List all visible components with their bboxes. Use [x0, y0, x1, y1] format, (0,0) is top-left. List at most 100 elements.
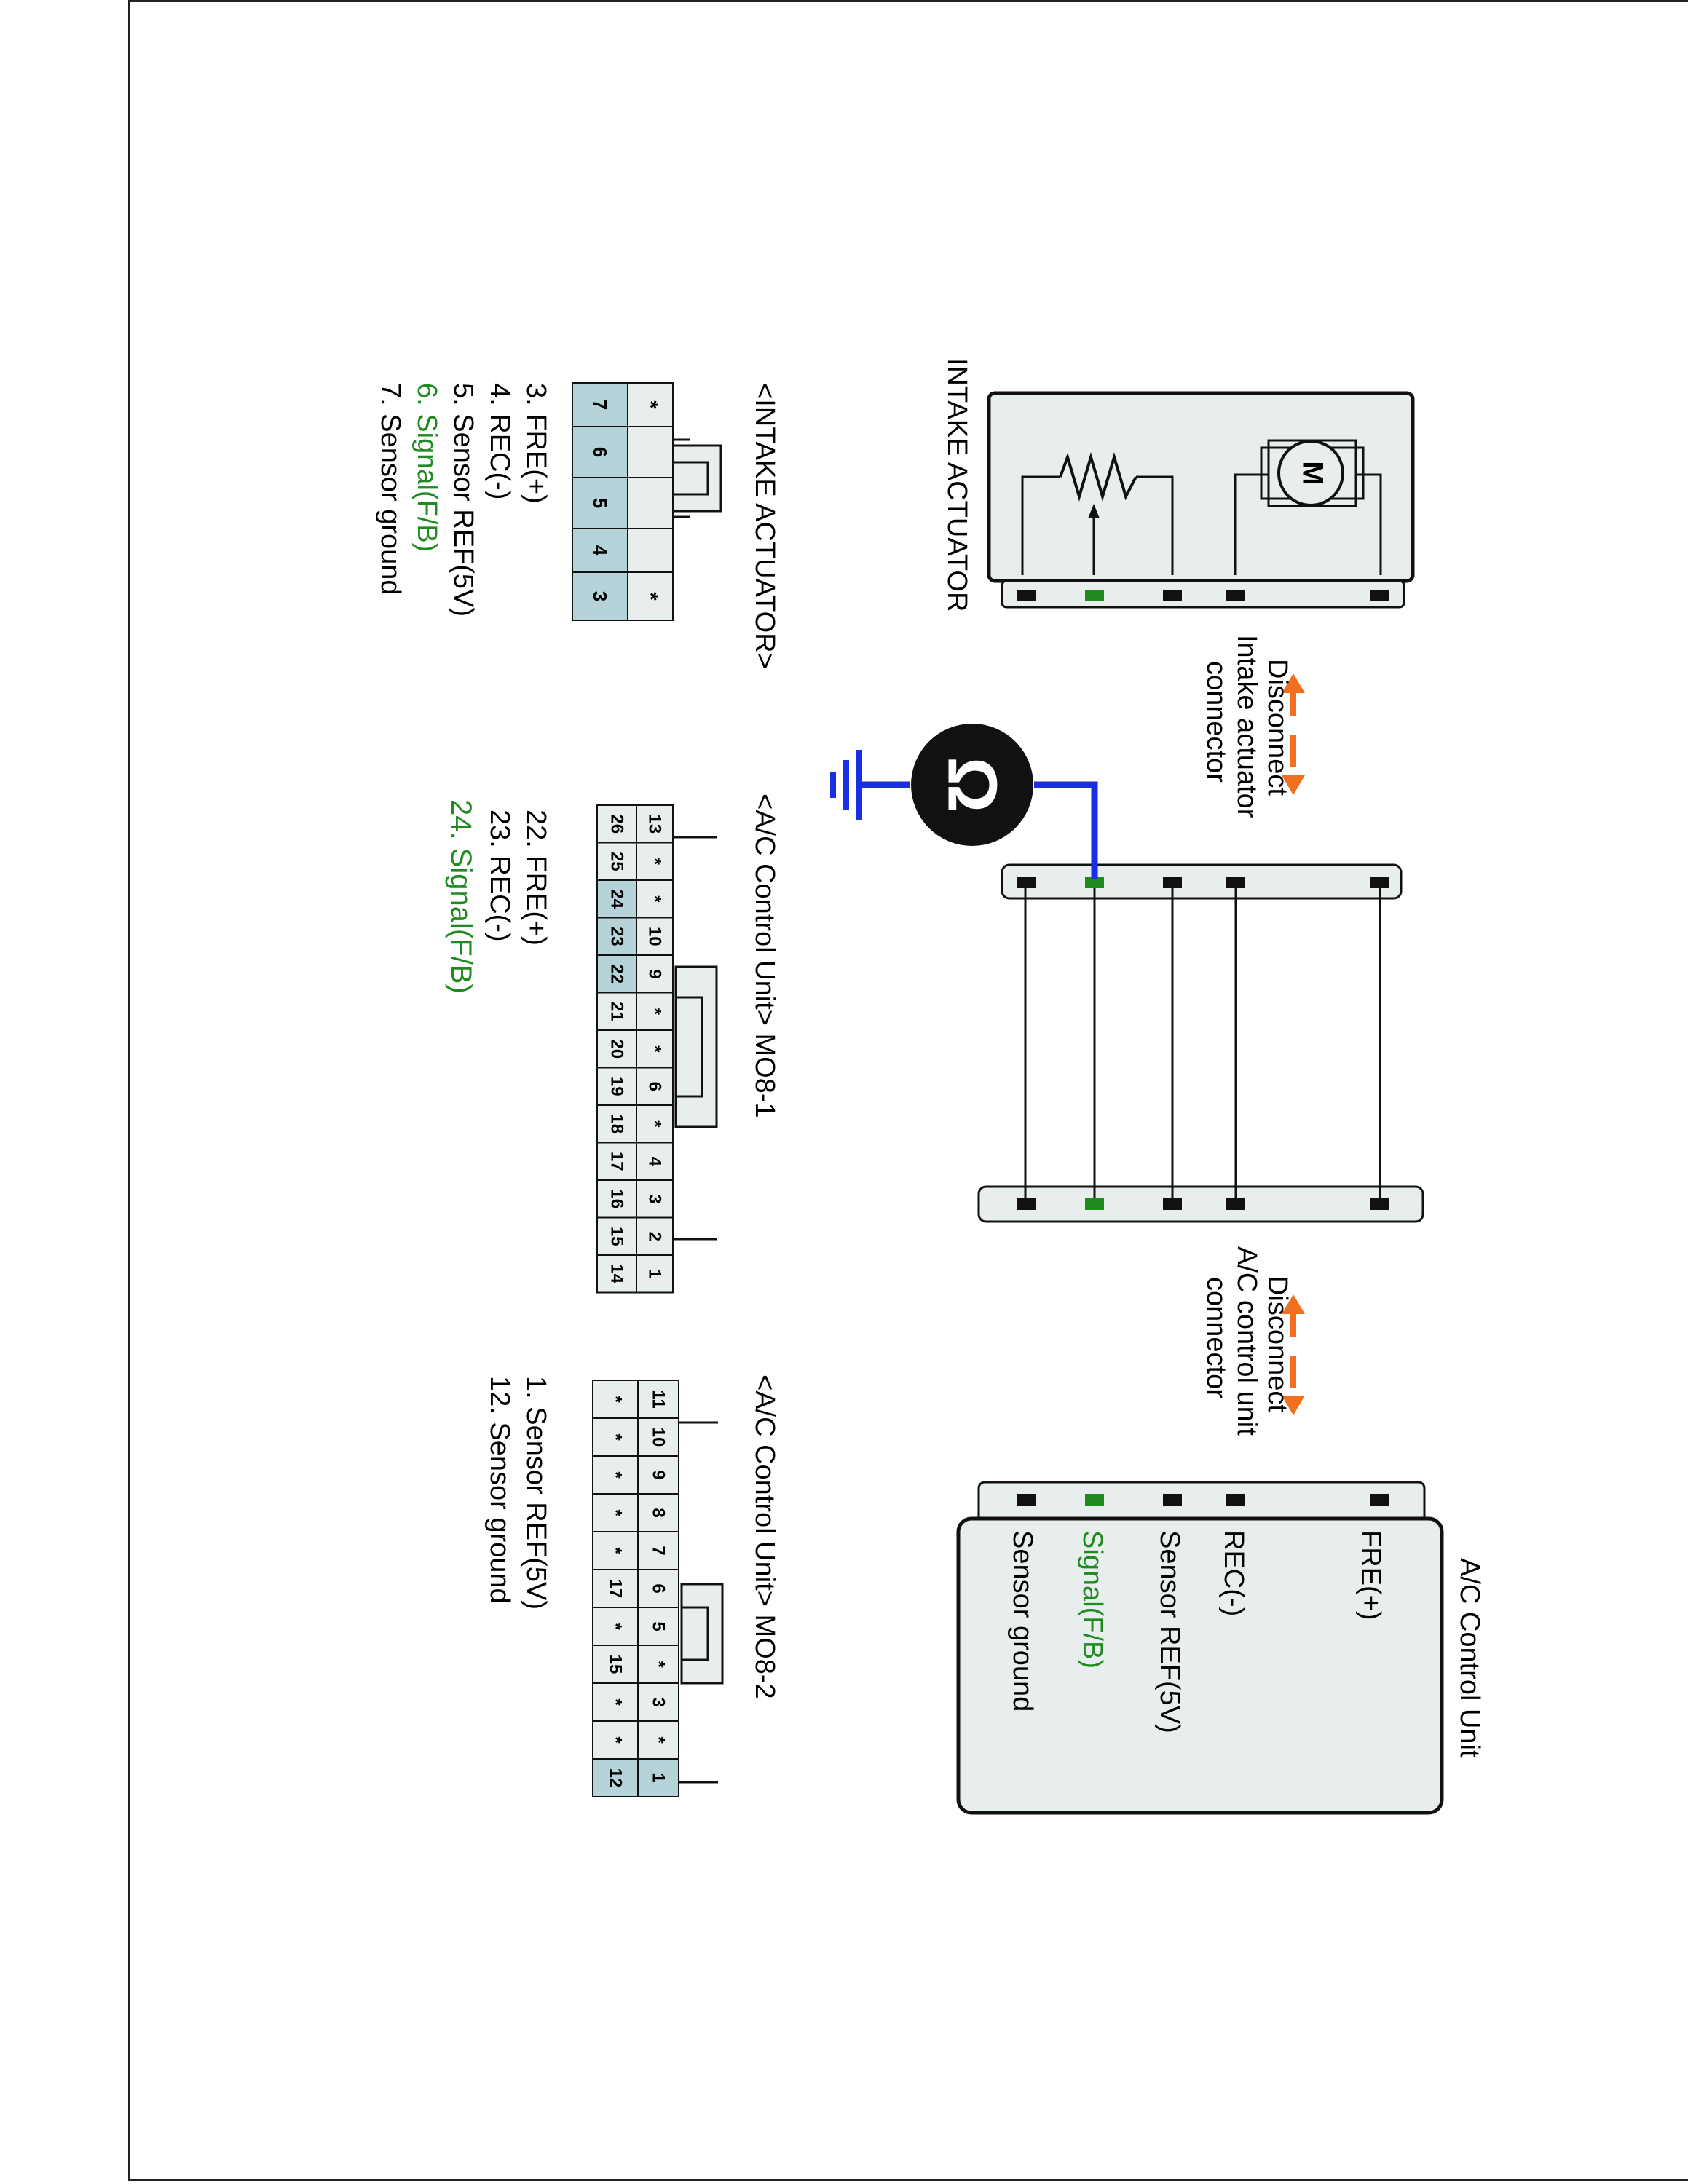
mo8-1-bottom-22-label: 22	[607, 964, 627, 984]
intake-actuator-title: INTAKE ACTUATOR	[942, 358, 972, 612]
mo8-2-bottom-5-label: 17	[606, 1579, 626, 1599]
mo8-1-top-8-label: *	[645, 1120, 665, 1128]
mo8-2-top-8-cell	[637, 1682, 679, 1722]
mo8-2-bottom-0-label: *	[606, 1396, 626, 1403]
intake-actuator-component: M INTAKE ACTUATOR	[942, 358, 1415, 612]
mo8-1-top-8-cell	[636, 1104, 674, 1144]
intake-pin-3-cell	[572, 571, 628, 621]
mo8-2-bottom-1-label: *	[606, 1433, 626, 1441]
mo8-2-top-10-label: 1	[649, 1773, 669, 1782]
mo8-1-bottom-19-cell	[596, 1067, 637, 1106]
mo8-2-top-7-label: *	[649, 1661, 669, 1668]
mo8-2-top-3-label: 8	[649, 1508, 669, 1517]
intake-pin-top-4-cell	[627, 571, 674, 621]
mo8-1-top-9-cell	[636, 1142, 674, 1181]
mo8-2-bottom-6-label: *	[606, 1623, 626, 1630]
mo8-1-bottom-25-label: 25	[607, 852, 627, 871]
ohm-symbol: Ω	[934, 757, 1011, 813]
mo8-1-bottom-23-cell	[596, 917, 637, 956]
mo8-2-bottom-9-label: *	[606, 1736, 626, 1744]
mo8-2-bottom-5-cell	[592, 1569, 639, 1608]
intake-connector-title: <INTAKE ACTUATOR>	[749, 383, 780, 669]
mo8-1-top-0-label: 13	[645, 814, 665, 834]
mo8-1-bottom-26-label: 26	[607, 814, 627, 834]
ac-control-unit-component: A/C Control Unit FRE(+) REC(-) Sensor RE…	[956, 1481, 1485, 1815]
mo8-2-bottom-8-cell	[592, 1682, 639, 1722]
mo8-1-top-9-label: 4	[645, 1157, 665, 1167]
mo8-2-top-6-cell	[637, 1607, 679, 1646]
mo8-2-bottom-0-cell	[592, 1380, 639, 1419]
mo8-1-top-12-label: 1	[645, 1269, 665, 1278]
ac-terminal-signal: Signal(F/B)	[1077, 1530, 1108, 1669]
intake-pin-5: 5. Sensor REF(5V)	[448, 383, 478, 617]
mo8-1-bottom-19-label: 19	[607, 1077, 627, 1096]
mo8-1-top-4-cell	[636, 954, 674, 994]
mo8-2-top-1-cell	[637, 1417, 679, 1457]
mo8-2-bottom-6-cell	[592, 1607, 639, 1646]
mo8-2-bottom-3-label: *	[606, 1509, 626, 1516]
intake-pin-top-0-label: *	[639, 400, 663, 409]
disconnect-ac-arrow	[1282, 1294, 1305, 1415]
mo8-1-top-2-label: *	[645, 895, 665, 903]
mo8-1-bottom-22-cell	[596, 954, 637, 994]
intake-pin-top-4-label: *	[639, 592, 663, 601]
potentiometer-icon	[1021, 451, 1174, 575]
mo8-1-top-3-label: 10	[645, 927, 665, 946]
disconnect-intake-line2: Intake actuator	[1231, 635, 1262, 818]
mo8-2-top-1-label: 10	[649, 1428, 669, 1447]
intake-pin-5-label: 5	[589, 498, 611, 508]
mo8-2-bottom-2-label: *	[606, 1471, 626, 1479]
mo8-1-bottom-17-cell	[596, 1142, 637, 1181]
mo8-1-bottom-14-label: 14	[607, 1264, 627, 1283]
ac-terminal-sensor-ref: Sensor REF(5V)	[1154, 1530, 1185, 1733]
mo8-2-top-5-label: 6	[649, 1583, 669, 1593]
mo8-1-top-11-label: 2	[645, 1232, 665, 1241]
mo8-1-pin-23: 23. REC(-)	[484, 810, 515, 942]
mo8-2-bottom-8-label: *	[606, 1698, 626, 1706]
page-frame	[128, 0, 1688, 2181]
intake-pin-5-cell	[572, 477, 628, 529]
intake-pin-4-label: 4	[589, 545, 611, 556]
mo8-1-pin-22: 22. FRE(+)	[521, 810, 551, 946]
mo8-2-top-4-label: 7	[649, 1546, 669, 1555]
mo8-1-top-6-cell	[636, 1029, 674, 1069]
mo8-2-title: <A/C Control Unit> MO8-2	[749, 1374, 780, 1699]
mo8-1-bottom-18-label: 18	[607, 1114, 627, 1133]
mo8-1-bottom-24-cell	[596, 879, 637, 919]
intake-pin-3: 3. FRE(+)	[521, 383, 551, 504]
mo8-1-bottom-26-cell	[596, 804, 637, 844]
mo8-2-bottom-2-cell	[592, 1455, 639, 1495]
mo8-1-bottom-20-label: 20	[607, 1039, 627, 1059]
mo8-2-top-9-label: *	[649, 1736, 669, 1744]
mo8-1-top-7-label: 6	[645, 1082, 665, 1091]
intake-pin-top-1-cell	[627, 426, 674, 478]
mo8-2-top-3-cell	[637, 1493, 679, 1532]
mo8-1-bottom-23-label: 23	[607, 927, 627, 946]
mo8-1-top-3-cell	[636, 917, 674, 956]
mo8-1-top-4-label: 9	[645, 969, 665, 978]
mo8-2-bottom-10-label: 12	[606, 1768, 626, 1788]
mo8-2-top-10-cell	[637, 1758, 679, 1797]
mo8-2-bottom-4-label: *	[606, 1547, 626, 1554]
mo8-2-bottom-7-label: 15	[606, 1655, 626, 1674]
mo8-2-pin-12: 12. Sensor ground	[484, 1376, 515, 1604]
mo8-1-top-10-cell	[636, 1179, 674, 1219]
ac-terminal-sensor-ground: Sensor ground	[1007, 1530, 1038, 1712]
ac-terminal-rec: REC(-)	[1218, 1530, 1249, 1616]
mo8-1-bottom-24-label: 24	[607, 889, 627, 909]
mo8-2-top-0-cell	[637, 1380, 679, 1419]
intake-pin-6-cell	[572, 426, 628, 478]
intake-pin-top-2-cell	[627, 477, 674, 529]
mo8-2-bottom-1-cell	[592, 1417, 639, 1457]
intake-pin-4-cell	[572, 528, 628, 573]
mo8-1-bottom-16-cell	[596, 1179, 637, 1219]
ground-icon	[830, 750, 862, 820]
disconnect-ac-line1: Disconnect	[1262, 1275, 1293, 1412]
mo8-2-top-6-label: 5	[649, 1621, 669, 1631]
mo8-1-top-1-label: *	[645, 858, 665, 866]
mo8-1-pin-24: 24. Signal(F/B)	[445, 799, 477, 994]
mo8-1-bottom-21-label: 21	[607, 1002, 627, 1021]
mo8-1-bottom-14-cell	[596, 1254, 637, 1294]
